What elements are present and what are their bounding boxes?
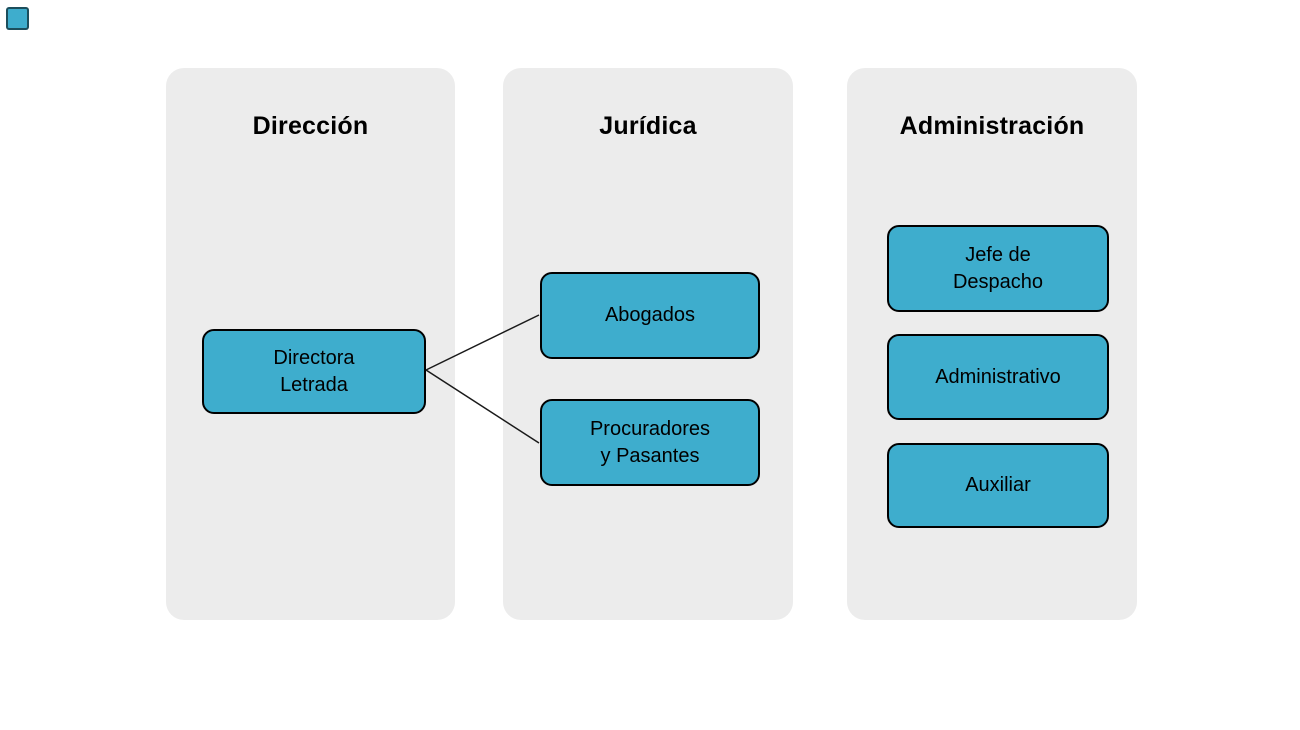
column-direccion: Dirección Directora Letrada xyxy=(166,68,455,620)
column-title-direccion: Dirección xyxy=(252,112,369,140)
node-label: Procuradores y Pasantes xyxy=(589,417,711,467)
node-administrativo[interactable]: Administrativo xyxy=(887,334,1109,420)
column-title-administracion: Administración xyxy=(899,112,1085,140)
node-procuradores-pasantes[interactable]: Procuradores y Pasantes xyxy=(540,399,760,486)
column-administracion: Administración Jefe de Despacho Administ… xyxy=(847,68,1137,620)
node-label: Auxiliar xyxy=(965,474,1031,496)
node-label: Jefe de Despacho xyxy=(952,243,1044,293)
node-label: Abogados xyxy=(604,304,696,326)
node-jefe-de-despacho[interactable]: Jefe de Despacho xyxy=(887,225,1109,312)
node-label: Directora Letrada xyxy=(273,346,355,396)
column-title-juridica: Jurídica xyxy=(599,112,697,140)
column-juridica: Jurídica Abogados Procuradores y Pasante… xyxy=(503,68,793,620)
node-label: Administrativo xyxy=(935,365,1061,388)
node-abogados[interactable]: Abogados xyxy=(540,272,760,359)
node-directora-letrada[interactable]: Directora Letrada xyxy=(202,329,426,414)
teal-color-swatch xyxy=(6,7,29,30)
node-auxiliar[interactable]: Auxiliar xyxy=(887,443,1109,528)
